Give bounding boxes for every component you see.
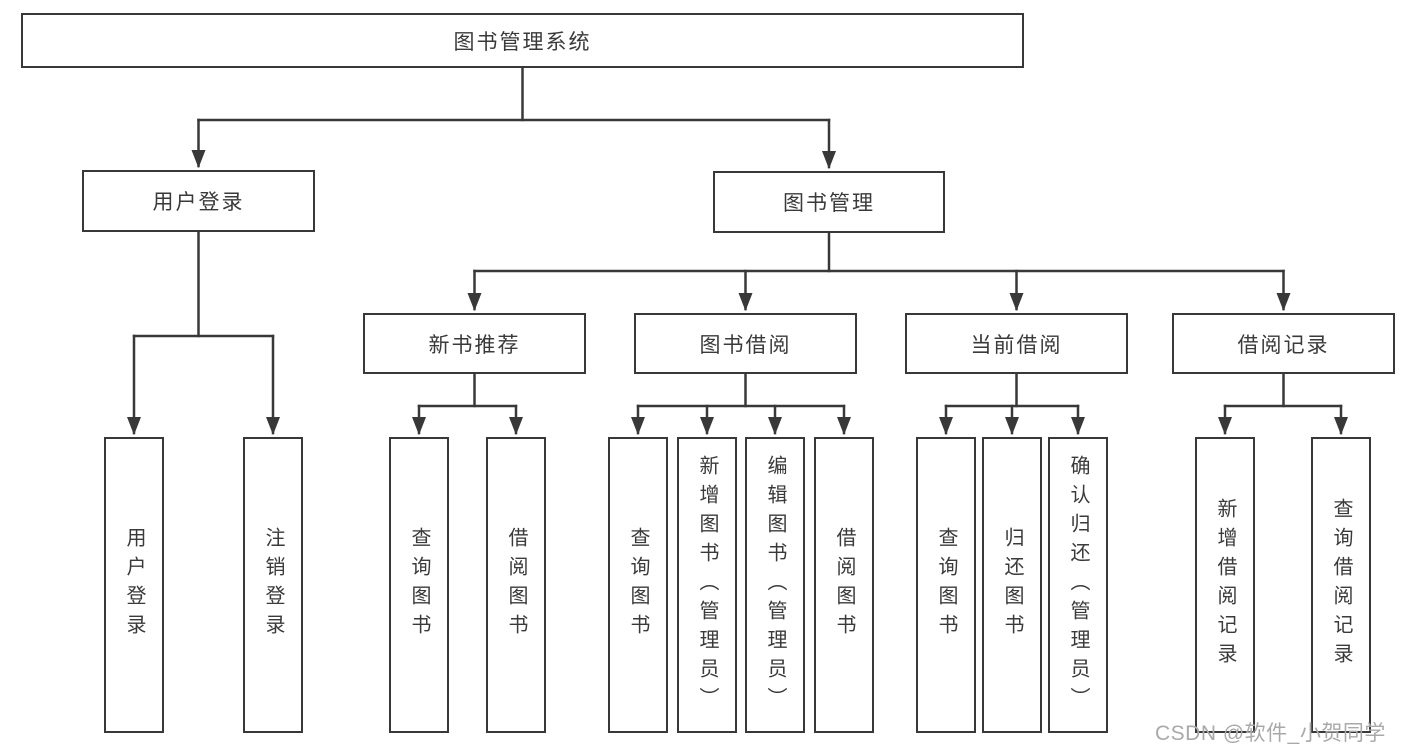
leaf-borrow-books-borrowing: 借阅图书 <box>814 437 874 733</box>
leaf-query-books-borrowing: 查询图书 <box>608 437 668 733</box>
node-book-borrowing: 图书借阅 <box>634 313 857 374</box>
node-borrowing-records: 借阅记录 <box>1172 313 1395 374</box>
leaf-borrow-books-recommend: 借阅图书 <box>486 437 546 733</box>
leaf-edit-books-admin: 编辑图书（管理员） <box>745 437 805 733</box>
leaf-return-books: 归还图书 <box>982 437 1042 733</box>
node-library-system: 图书管理系统 <box>21 13 1024 68</box>
leaf-user-login: 用户登录 <box>104 437 164 733</box>
leaf-add-borrow-record: 新增借阅记录 <box>1195 437 1255 733</box>
node-new-book-recommend: 新书推荐 <box>363 313 586 374</box>
leaf-query-books-current: 查询图书 <box>916 437 976 733</box>
csdn-watermark: CSDN @软件_小贺同学 <box>1155 722 1386 745</box>
node-current-borrowing: 当前借阅 <box>905 313 1128 374</box>
leaf-add-books-admin: 新增图书（管理员） <box>677 437 737 733</box>
node-book-management: 图书管理 <box>713 171 945 233</box>
leaf-query-books-recommend: 查询图书 <box>389 437 449 733</box>
leaf-query-borrow-record: 查询借阅记录 <box>1311 437 1371 733</box>
node-user-login: 用户登录 <box>82 170 315 232</box>
leaf-confirm-return-admin: 确认归还（管理员） <box>1048 437 1108 733</box>
leaf-logout-login: 注销登录 <box>243 437 303 733</box>
